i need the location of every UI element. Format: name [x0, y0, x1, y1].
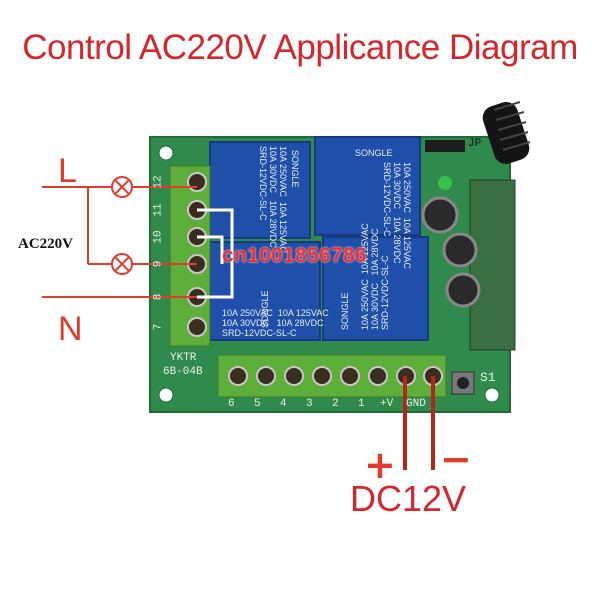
antenna-coil [482, 101, 531, 164]
relay-3 [209, 241, 321, 341]
terminal-number: 11 [152, 203, 165, 217]
diagram-title: Control AC220V Applicance Diagram [22, 28, 578, 67]
led [438, 176, 452, 190]
pcb-model-line2: 6B-04B [163, 366, 203, 378]
terminal-number: 12 [152, 175, 165, 189]
terminal-number: GND [406, 398, 426, 410]
terminal-number: 5 [254, 398, 261, 410]
neutral-label: N [58, 310, 83, 348]
terminal-number: 7 [152, 323, 165, 331]
lamp-1-icon [111, 176, 133, 198]
capacitor-2 [442, 232, 478, 268]
relay-2 [314, 136, 421, 236]
ac-wiring [42, 186, 197, 298]
relay-2-brand: SONGLE [355, 148, 393, 158]
jumper-label: JP [468, 138, 482, 150]
positive-label: + [364, 443, 396, 487]
terminal-number: 1 [358, 398, 365, 410]
terminal-number: 9 [152, 260, 165, 268]
pcb-model-line1: YKTR [170, 352, 197, 364]
left-terminal-block [169, 165, 211, 347]
relay-1-rating: 10A 250VAC 10A 125VAC 10A 30VDC 10A 28VD… [258, 146, 288, 253]
terminal-number: 2 [332, 398, 339, 410]
capacitor-1 [421, 196, 459, 234]
internal-wire-b [197, 235, 224, 264]
relay-4-brand: SONGLE [340, 292, 350, 330]
terminal-number: 3 [306, 398, 313, 410]
switch-label: S1 [480, 370, 496, 385]
relay-1 [209, 141, 311, 239]
mount-hole-br [484, 387, 500, 403]
terminal-number: 8 [152, 293, 165, 301]
lamp-2-icon [111, 253, 133, 275]
relay-1-brand: SONGLE [290, 150, 300, 188]
dc-voltage-label: DC12V [350, 478, 467, 519]
terminal-number: 4 [280, 398, 287, 410]
line-label: L [58, 152, 77, 190]
terminal-number: 6 [228, 398, 235, 410]
relay-4-rating: 10A 250VAC 10A 125VAC 10A 30VDC 10A 28VD… [360, 223, 390, 330]
terminal-number: 10 [152, 230, 165, 244]
watermark-text: cn1001856786 [222, 244, 367, 267]
receiver-module [469, 179, 516, 351]
negative-label: − [440, 437, 472, 481]
jumper-header [425, 140, 465, 152]
internal-wire-a [197, 208, 234, 299]
relay-3-rating: 10A 250VAC 10A 125VAC 10A 30VDC 10A 28VD… [222, 308, 329, 338]
mount-hole-bl [158, 387, 174, 403]
terminal-number: +V [380, 398, 394, 410]
ac-voltage-label: AC220V [18, 236, 73, 252]
dc-wiring [403, 376, 435, 470]
capacitor-3 [445, 272, 481, 308]
mount-hole-tl [158, 145, 174, 161]
relay-4 [322, 236, 429, 341]
